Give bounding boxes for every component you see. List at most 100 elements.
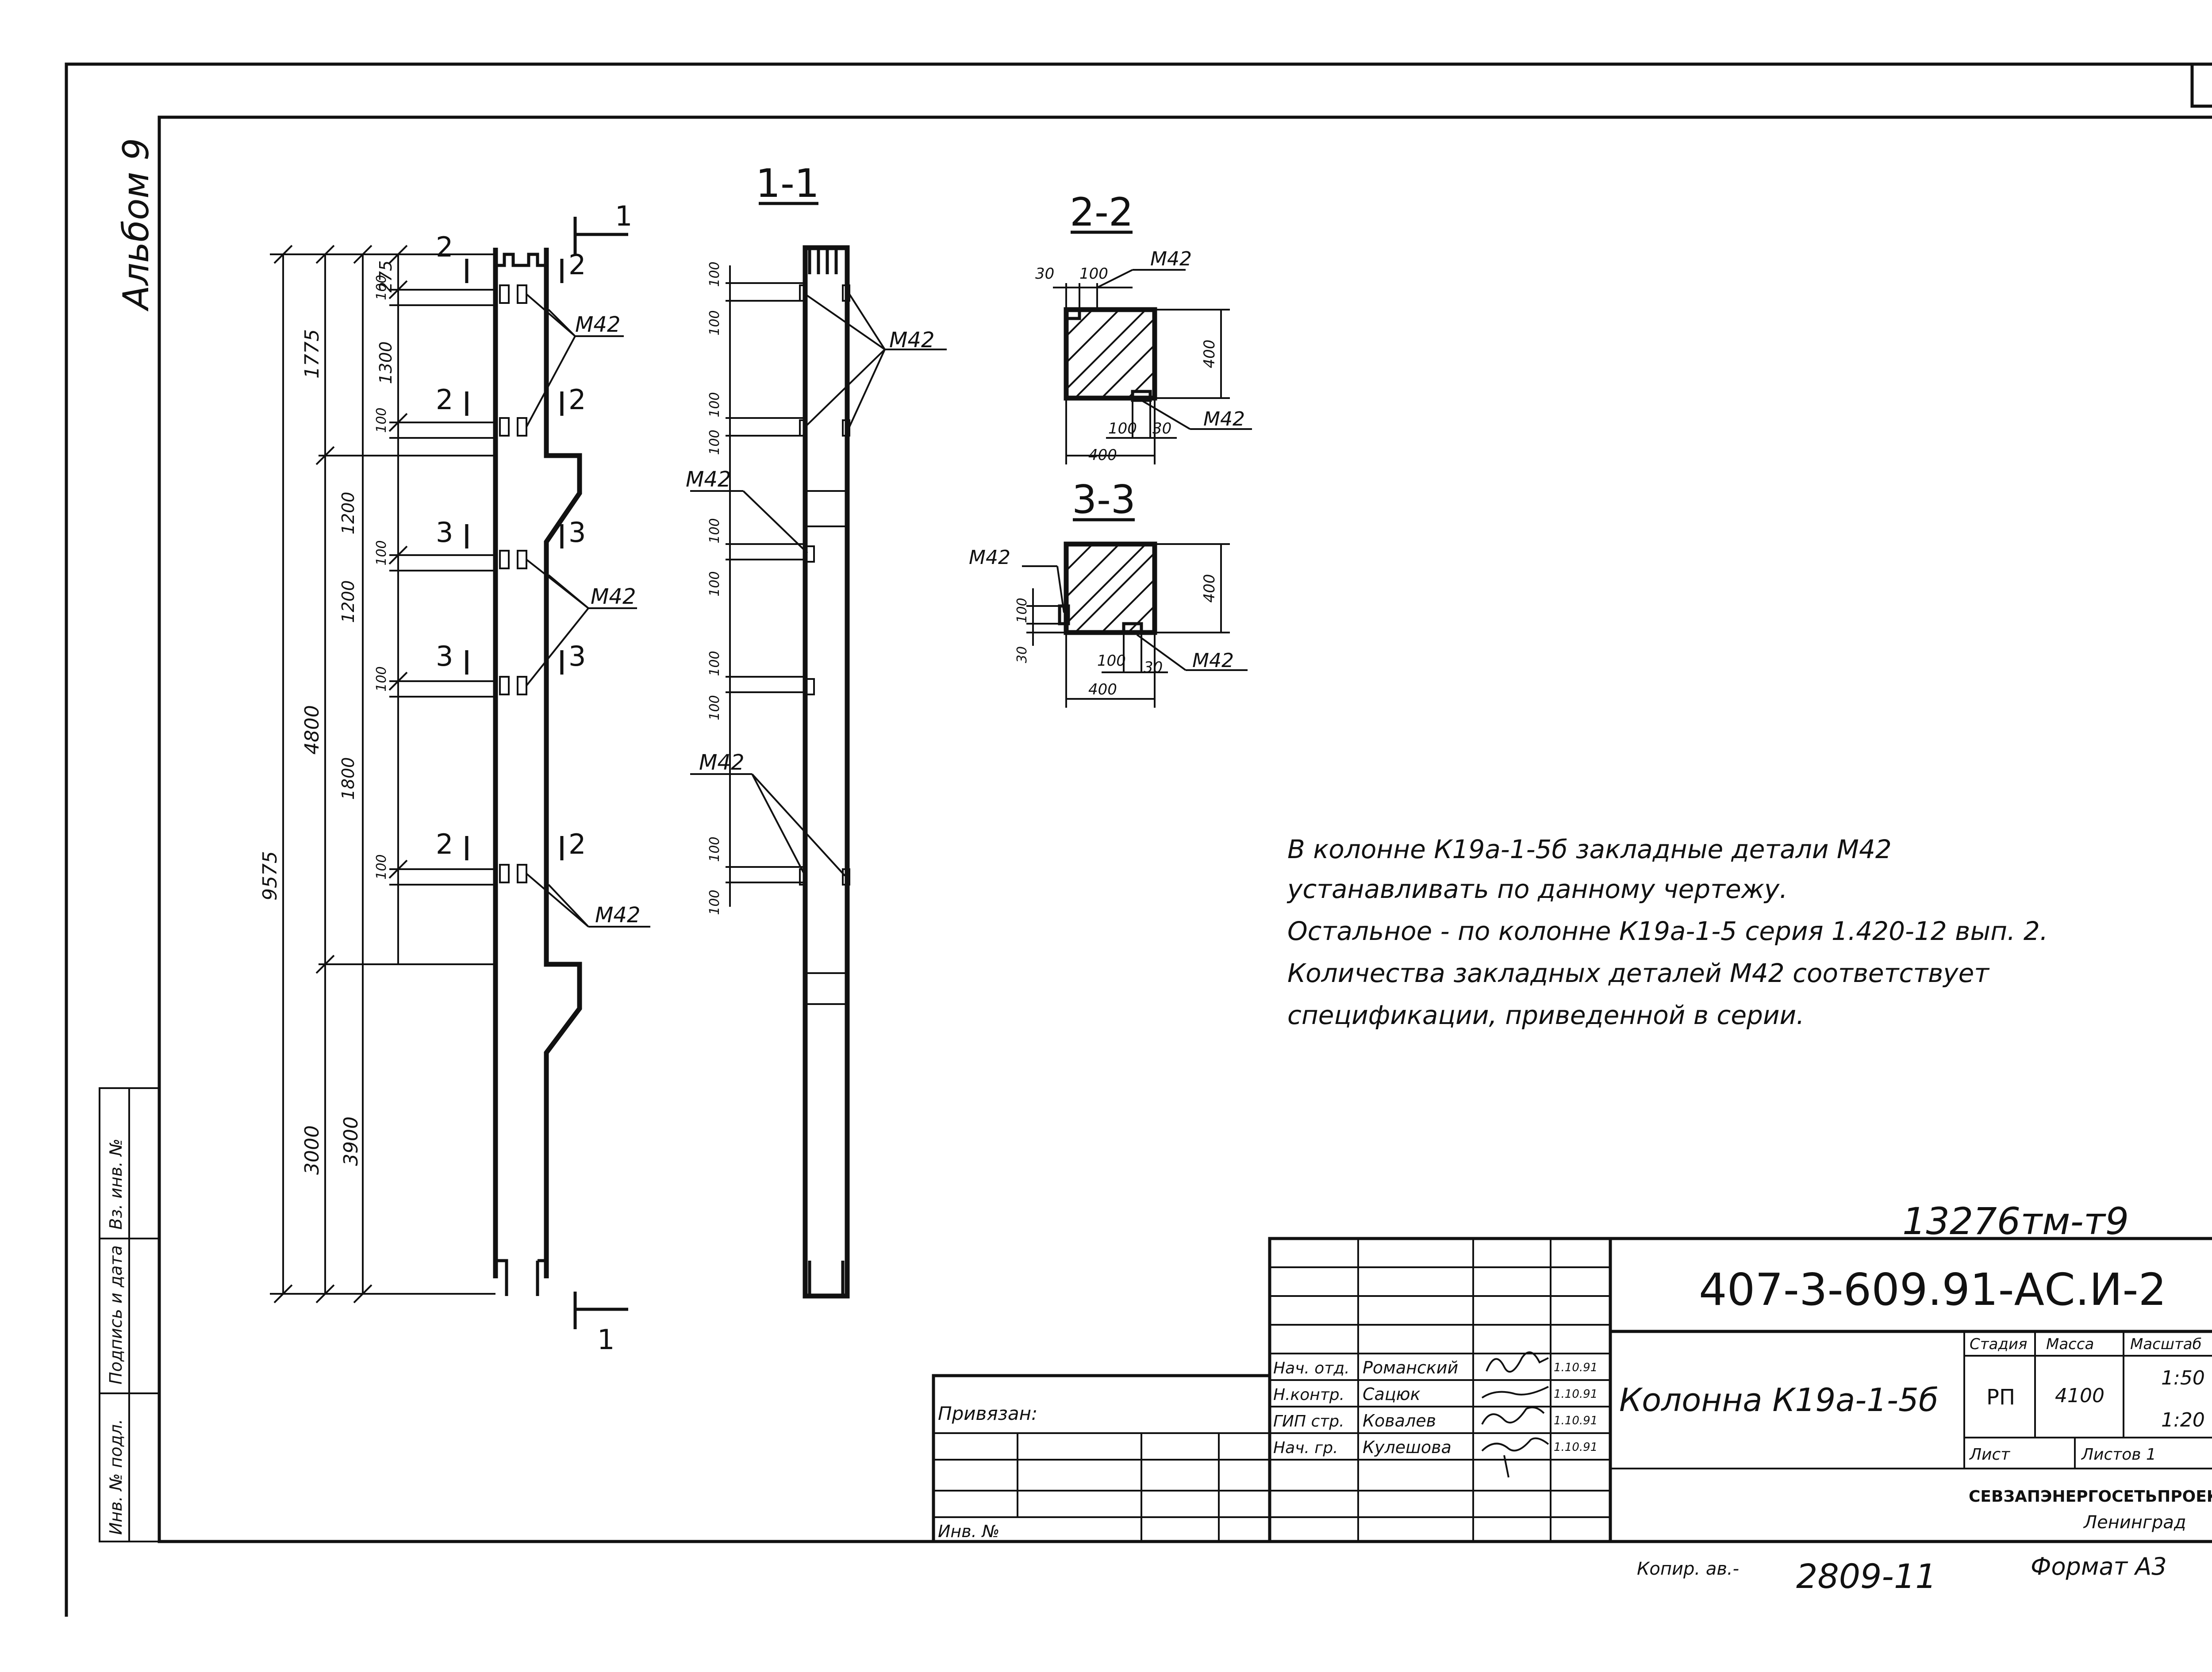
drawing-name: Колонна К19а-1-5б bbox=[1619, 1381, 1938, 1419]
s22-dim-30-b: 30 bbox=[1152, 420, 1171, 437]
embed-label-s33-bottom: М42 bbox=[1192, 649, 1234, 672]
cut-3-a-right: 3 bbox=[568, 516, 586, 548]
dim-total: 9575 bbox=[259, 851, 281, 901]
footer-order: 2809-11 bbox=[1796, 1557, 1937, 1596]
side-stamp-podpis: Подпись и дата bbox=[106, 1245, 126, 1384]
note-line-2: устанавливать по данному чертежу. bbox=[1286, 874, 1788, 904]
sheets-count: Листов 1 bbox=[2081, 1446, 2156, 1464]
dim-1200b: 1200 bbox=[338, 580, 358, 623]
s11-dim-100-j: 100 bbox=[707, 890, 722, 915]
dim-1800: 1800 bbox=[338, 757, 358, 800]
archive-number: 13276тм-т9 bbox=[1902, 1200, 2129, 1243]
section-3-3-title: 3-3 bbox=[1072, 477, 1136, 522]
dim-3000: 3000 bbox=[301, 1125, 323, 1175]
dim-100-b: 100 bbox=[374, 407, 389, 433]
dim-1200a: 1200 bbox=[338, 492, 358, 535]
scale-label: Масштаб bbox=[2130, 1335, 2202, 1353]
org-name: СЕВЗАПЭНЕРГОСЕТЬПРОЕКТ bbox=[1969, 1488, 2212, 1506]
stage-label: Стадия bbox=[1970, 1335, 2027, 1353]
inv-no-label: Инв. № bbox=[938, 1522, 999, 1541]
cut-3-b-right: 3 bbox=[568, 640, 586, 672]
section-1-1-view: 1-1 100 100 1 bbox=[686, 161, 947, 1299]
role-3: ГИП стр. bbox=[1273, 1412, 1344, 1430]
cut-2-mid-left: 2 bbox=[436, 383, 453, 416]
mass-value: 4100 bbox=[2055, 1384, 2104, 1407]
s11-dim-100-d: 100 bbox=[707, 430, 722, 455]
cut-1-bottom: 1 bbox=[597, 1323, 614, 1356]
dim-4800: 4800 bbox=[301, 705, 323, 755]
cut-3-b-left: 3 bbox=[436, 640, 453, 672]
embed-label-elev-1: М42 bbox=[575, 312, 621, 337]
s33-dim-30-h: 30 bbox=[1144, 659, 1163, 676]
date-3: 1.10.91 bbox=[1554, 1414, 1598, 1427]
cut-2-low-left: 2 bbox=[436, 828, 453, 860]
s11-dim-100-h: 100 bbox=[707, 695, 722, 720]
album-label: Альбом 9 bbox=[115, 138, 157, 312]
side-stamp: Вз. инв. № Подпись и дата Инв. № подл. bbox=[99, 1087, 160, 1542]
s22-dim-400-h: 400 bbox=[1088, 446, 1117, 464]
cut-2-mid-right: 2 bbox=[568, 383, 586, 416]
mass-label: Масса bbox=[2046, 1335, 2094, 1353]
dim-100-c: 100 bbox=[374, 540, 389, 565]
note-line-1: В колонне К19а-1-5б закладные детали М42 bbox=[1287, 834, 1892, 864]
embed-label-s11-3: М42 bbox=[699, 750, 745, 775]
title-block: Привязан: Инв. № Нач. отд. Н.контр. ГИП … bbox=[932, 1237, 2212, 1543]
s22-dim-400-v: 400 bbox=[1201, 340, 1218, 368]
s11-dim-100-c: 100 bbox=[707, 392, 722, 417]
embed-label-s33-left: М42 bbox=[969, 546, 1010, 569]
role-2: Н.контр. bbox=[1273, 1386, 1344, 1404]
footer: Копир. ав.- 2809-11 Формат А3 bbox=[1637, 1553, 2167, 1596]
s22-dim-30: 30 bbox=[1035, 265, 1054, 283]
dim-100-d: 100 bbox=[374, 666, 389, 691]
privyazan-label: Привязан: bbox=[938, 1403, 1037, 1424]
drawing-designation: 407-3-609.91-АС.И-2 bbox=[1699, 1264, 2166, 1315]
date-2: 1.10.91 bbox=[1554, 1388, 1598, 1401]
s11-dim-100-a: 100 bbox=[707, 261, 722, 287]
s33-dim-400-v: 400 bbox=[1201, 574, 1218, 603]
section-2-2-title: 2-2 bbox=[1070, 189, 1133, 235]
scale-value-2: 1:20 bbox=[2161, 1409, 2205, 1431]
side-stamp-inv-podl: Инв. № подл. bbox=[106, 1419, 126, 1535]
dim-100-e: 100 bbox=[374, 854, 389, 879]
s33-dim-100-h: 100 bbox=[1097, 652, 1126, 670]
s33-dim-400-h: 400 bbox=[1088, 681, 1117, 698]
dim-1775: 1775 bbox=[301, 329, 323, 379]
org-city: Ленинград bbox=[2083, 1512, 2186, 1533]
note-line-5: спецификации, приведенной в серии. bbox=[1287, 1000, 1805, 1030]
date-4: 1.10.91 bbox=[1554, 1441, 1598, 1454]
s11-dim-100-i: 100 bbox=[707, 836, 722, 862]
sheet-label: Лист bbox=[1969, 1446, 2010, 1464]
note-line-3: Остальное - по колонне К19а-1-5 серия 1.… bbox=[1287, 916, 2048, 946]
footer-format: Формат А3 bbox=[2031, 1553, 2167, 1580]
embed-label-s11-1: М42 bbox=[889, 328, 935, 353]
stage-value: РП bbox=[1986, 1385, 2015, 1410]
s11-dim-100-f: 100 bbox=[707, 571, 722, 596]
embed-label-s22-bottom: М42 bbox=[1203, 408, 1245, 430]
embed-label-elev-2: М42 bbox=[591, 584, 636, 609]
name-2: Сацюк bbox=[1363, 1384, 1421, 1404]
dim-1300: 1300 bbox=[376, 341, 396, 384]
embed-label-s22-top: М42 bbox=[1150, 248, 1192, 270]
note-line-4: Количества закладных деталей М42 соответ… bbox=[1287, 958, 1990, 988]
dim-100-a: 100 bbox=[374, 275, 389, 300]
signatures bbox=[1481, 1351, 1549, 1478]
name-3: Ковалев bbox=[1363, 1411, 1436, 1430]
date-1: 1.10.91 bbox=[1554, 1361, 1598, 1374]
column-elevation: 9575 1775 4800 3000 3900 275 1300 1200 1… bbox=[259, 200, 650, 1356]
name-4: Кулешова bbox=[1363, 1438, 1452, 1457]
footer-kopiroval: Копир. ав.- bbox=[1637, 1559, 1739, 1579]
notes-block: В колонне К19а-1-5б закладные детали М42… bbox=[1286, 834, 2048, 1030]
cut-2-top-left: 2 bbox=[436, 231, 453, 263]
role-4: Нач. гр. bbox=[1273, 1439, 1338, 1457]
name-1: Романский bbox=[1363, 1358, 1458, 1377]
embed-label-elev-3: М42 bbox=[595, 903, 641, 928]
sheet-number: 7 bbox=[2209, 69, 2212, 106]
section-2-2-view: 2-2 bbox=[1035, 189, 1252, 464]
s11-dim-100-g: 100 bbox=[707, 651, 722, 676]
cut-2-low-right: 2 bbox=[568, 828, 586, 860]
embed-label-s11-2: М42 bbox=[686, 467, 731, 492]
cut-3-a-left: 3 bbox=[436, 516, 453, 548]
dim-3900: 3900 bbox=[340, 1116, 362, 1166]
section-3-3-view: 3-3 bbox=[969, 477, 1248, 708]
s22-dim-100: 100 bbox=[1079, 265, 1108, 283]
